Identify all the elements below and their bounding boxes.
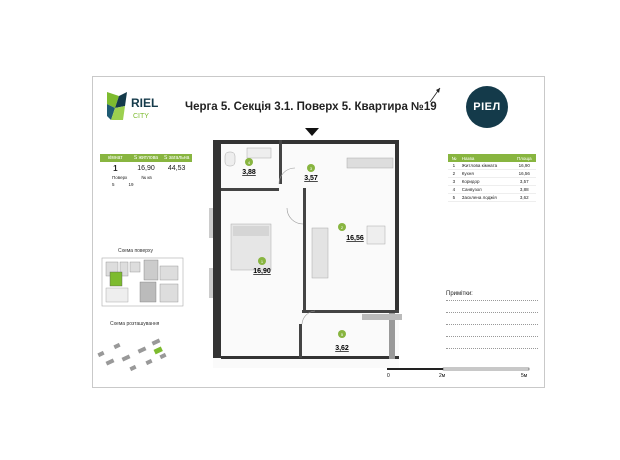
number-label: № кв <box>141 175 152 180</box>
room-area: 3,62 <box>335 345 349 352</box>
room-area: 3,88 <box>242 169 256 176</box>
note-line <box>446 324 538 325</box>
brand-badge: РІЕЛ <box>466 86 508 128</box>
room-number: 5 <box>341 332 344 337</box>
page-title: Черга 5. Секція 3.1. Поверх 5. Квартира … <box>185 101 437 113</box>
room-number: 4 <box>248 160 251 165</box>
room-area: 16,90 <box>253 268 271 275</box>
note-line <box>446 300 538 301</box>
north-arrow-icon <box>429 87 441 103</box>
floor-scheme-label: Схема поверху <box>118 248 154 254</box>
info-header: кімнат <box>108 155 123 161</box>
scale-end: 5м <box>521 373 528 378</box>
site-scheme-label: Схема розташування <box>110 321 160 327</box>
note-line <box>446 348 538 349</box>
rooms-count: 1 <box>113 163 118 173</box>
room-area: 16,56 <box>346 235 364 242</box>
floor-label: Поверх <box>112 175 128 180</box>
number-value: 19 <box>128 182 134 187</box>
logo-word: RIEL <box>131 96 158 110</box>
living-area: 16,90 <box>137 164 155 172</box>
floor-scheme <box>101 257 184 307</box>
areas-header: Назва <box>461 155 475 161</box>
site-scheme <box>97 338 167 372</box>
table-row: 4 Санвузол 3,88 <box>448 186 536 194</box>
table-row: 2 Кухня 16,56 <box>448 170 536 178</box>
room-area: 3,57 <box>304 175 318 182</box>
scale-start: 0 <box>387 373 390 378</box>
apartment-info: кімнат S житлова S загальна 1 16,90 44,5… <box>100 154 192 188</box>
info-header: S житлова <box>133 155 159 161</box>
notes-label: Примітки: <box>446 291 473 297</box>
table-row: 3 Коридор 3,57 <box>448 178 536 186</box>
logo-sub: CITY <box>133 113 149 120</box>
room-number: 3 <box>310 166 313 171</box>
total-area: 44,53 <box>167 164 186 172</box>
scale-mid: 2м <box>439 373 446 378</box>
note-line <box>446 336 538 337</box>
info-header: S загальна <box>164 155 190 161</box>
floor-value: 5 <box>112 182 115 187</box>
note-line <box>446 312 538 313</box>
areas-table: № Назва Площа 1 Житлова кімната 16,90 2 … <box>448 154 536 202</box>
areas-header: Площа <box>516 155 532 161</box>
table-row: 5 Засклена лоджія 3,62 <box>448 194 536 202</box>
floor-plan: 4 3 2 1 5 3,88 3,57 16,56 16,90 3,62 <box>209 128 402 368</box>
room-number: 2 <box>341 225 344 230</box>
scale-bar: 0 2м 5м <box>387 367 530 378</box>
areas-header: № <box>451 155 457 161</box>
riel-city-logo: RIEL CITY <box>107 92 158 120</box>
room-number: 1 <box>261 259 264 264</box>
table-row: 1 Житлова кімната 16,90 <box>448 162 536 170</box>
